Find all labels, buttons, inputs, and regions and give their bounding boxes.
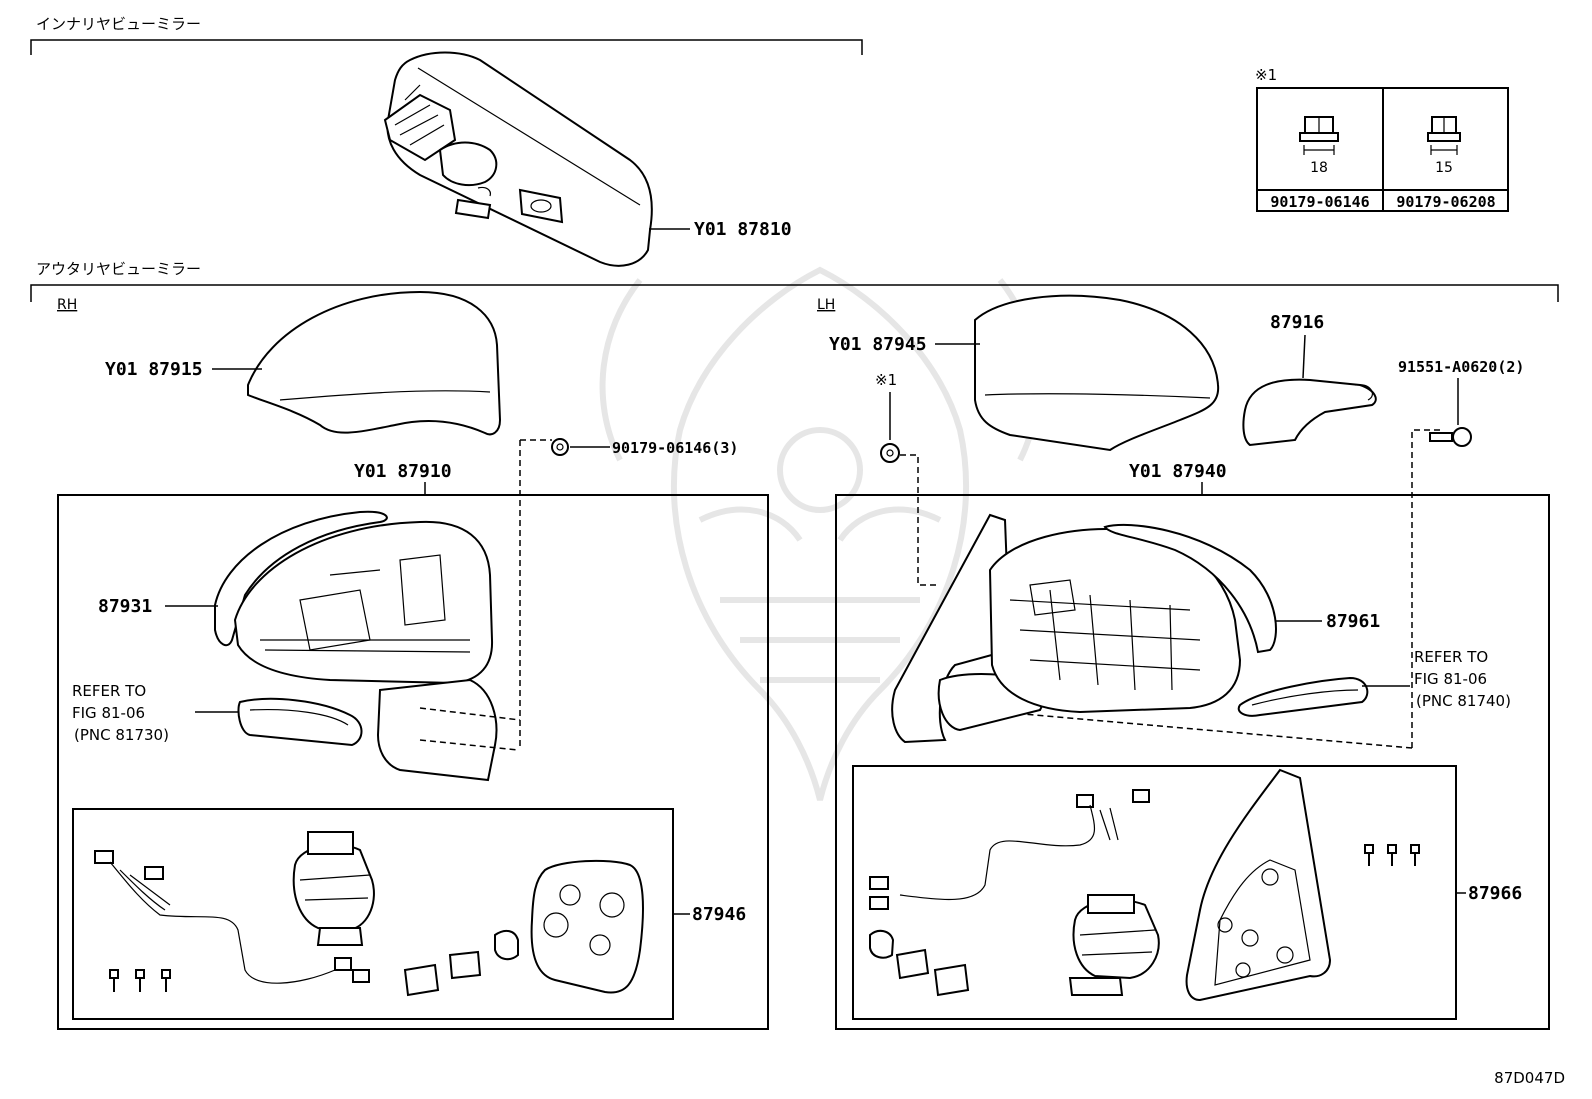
lh-mirror-glass <box>1185 768 1332 1002</box>
lh-nut-guide <box>900 454 940 586</box>
rh-nut <box>551 438 569 456</box>
note-table: 18 90179-06146 15 90179-06208 <box>1256 87 1509 212</box>
lh-small-parts <box>869 929 970 997</box>
label-rh-body: 87931 <box>98 596 152 617</box>
label-lh-bracket: 87916 <box>1270 312 1324 333</box>
lh-refer-line3: (PNC 81740) <box>1416 692 1511 710</box>
screw-icon <box>1364 844 1420 866</box>
section-bracket-outer <box>30 284 1559 302</box>
label-inner-mirror: Y01 87810 <box>694 219 792 240</box>
rh-refer-line2: FIG 81-06 <box>72 704 145 722</box>
rh-mirror-cover <box>247 290 502 436</box>
rh-refer-line1: REFER TO <box>72 682 146 700</box>
rh-harness <box>94 850 370 984</box>
flange-nut-icon <box>1427 116 1461 155</box>
label-lh-assy: Y01 87940 <box>1129 461 1227 482</box>
rh-refer-line3: (PNC 81730) <box>74 726 169 744</box>
lh-bracket <box>1242 378 1377 447</box>
diagram-code: 87D047D <box>1494 1069 1565 1087</box>
section-title-inner-mirror: インナリヤビューミラー <box>36 15 201 33</box>
rh-small-parts <box>403 929 519 997</box>
label-rh-assy: Y01 87910 <box>354 461 452 482</box>
lh-mirror-cover <box>974 294 1220 452</box>
section-bracket-inner <box>30 39 863 55</box>
label-lh-body: 87961 <box>1326 611 1380 632</box>
note-size-2: 15 <box>1435 160 1453 176</box>
note-size-1: 18 <box>1310 160 1328 176</box>
lh-actuator-motor <box>1068 894 1160 996</box>
lh-turn-signal-lamp <box>1237 676 1369 717</box>
bolt-icon <box>1429 427 1472 447</box>
note-mark: ※1 <box>1255 66 1277 84</box>
lh-refer-line1: REFER TO <box>1414 648 1488 666</box>
note-part-2: 90179-06208 <box>1396 193 1495 211</box>
rh-turn-signal-lamp <box>237 697 363 747</box>
lh-refer-line2: FIG 81-06 <box>1414 670 1487 688</box>
label-rh-nut: 90179-06146(3) <box>612 439 738 457</box>
rh-actuator-motor <box>292 831 375 946</box>
note-part-1: 90179-06146 <box>1270 193 1369 211</box>
label-lh-cover: Y01 87945 <box>829 334 927 355</box>
rh-mirror-holder <box>530 859 644 994</box>
lh-nut <box>880 443 900 463</box>
section-title-outer-mirror: アウタリヤビューミラー <box>36 260 201 278</box>
lh-bolt-guide <box>999 429 1440 749</box>
lh-mirror-body <box>891 513 1277 744</box>
label-lh-kit: 87966 <box>1468 883 1522 904</box>
label-lh-mark: ※1 <box>875 371 897 389</box>
screw-icon <box>109 969 171 992</box>
inner-rear-view-mirror <box>383 51 653 267</box>
leader-lh-bracket <box>1302 334 1306 379</box>
lh-assembly-box <box>835 494 1550 1030</box>
side-label-rh: RH <box>57 297 77 313</box>
lh-harness <box>869 789 1150 910</box>
rh-mirror-body <box>214 510 521 782</box>
rh-assembly-box <box>57 494 769 1030</box>
rh-nut-guide <box>519 439 552 750</box>
label-lh-bolt: 91551-A0620(2) <box>1398 358 1524 376</box>
label-rh-kit: 87946 <box>692 904 746 925</box>
flange-nut-icon <box>1299 116 1339 155</box>
side-label-lh: LH <box>817 297 835 313</box>
label-rh-cover: Y01 87915 <box>105 359 203 380</box>
